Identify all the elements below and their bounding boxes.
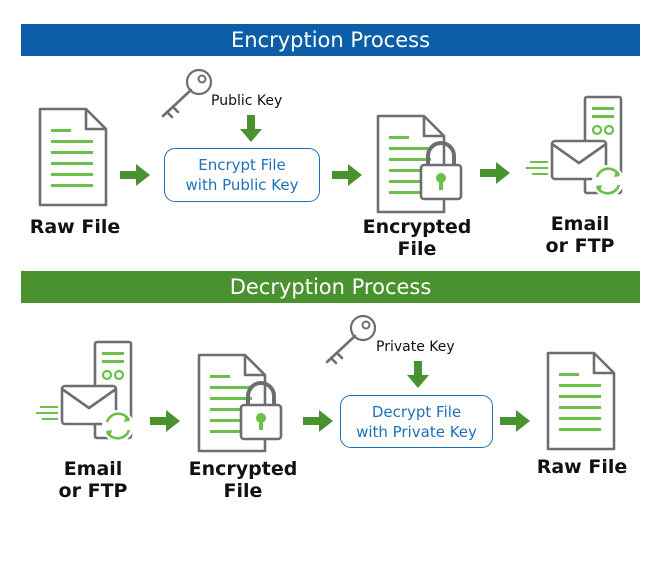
email-or-ftp-label: Email or FTP [58,458,128,502]
raw-file-label: Raw File [536,456,628,478]
email-ftp-server-icon [34,340,136,444]
arrow-down-icon [240,115,262,142]
arrow-icon [480,162,510,184]
decrypt-file-box: Decrypt File with Private Key [340,395,493,448]
encryption-process-banner: Encryption Process [21,24,640,56]
raw-file-document-icon [546,351,616,451]
private-key-icon [325,314,377,365]
raw-file-label: Raw File [29,216,121,238]
encrypted-file-label: Encrypted File [188,458,298,502]
private-key-label: Private Key [376,339,455,355]
public-key-label: Public Key [211,93,283,109]
arrow-icon [332,164,362,186]
email-ftp-server-icon [524,95,626,199]
arrow-icon [150,410,180,432]
encrypted-file-label: Encrypted File [362,216,472,260]
arrow-icon [120,164,150,186]
arrow-down-icon [407,361,429,388]
raw-file-document-icon [38,107,108,207]
arrow-icon [303,410,333,432]
arrow-icon [500,410,530,432]
email-or-ftp-label: Email or FTP [545,213,615,257]
encrypt-file-box: Encrypt File with Public Key [164,148,320,202]
public-key-icon [161,68,213,119]
decryption-process-banner: Decryption Process [21,271,640,303]
